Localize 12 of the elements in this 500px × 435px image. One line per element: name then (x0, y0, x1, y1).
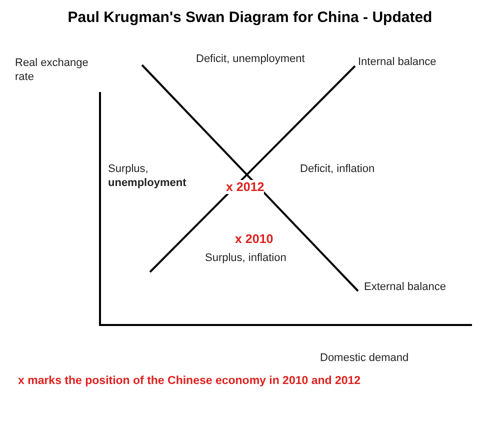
title: Paul Krugman's Swan Diagram for China - Updated (66, 9, 434, 26)
axis-title: Domestic demand (320, 351, 409, 365)
curve-label: Internal balance (358, 55, 436, 69)
curve-label: External balance (364, 280, 446, 294)
caption: x marks the position of the Chinese economy in 2010 and 2012 (18, 375, 361, 387)
region-label: Deficit, inflation (300, 162, 375, 176)
data-point-label: x 2012 (226, 180, 264, 194)
region-label: Surplus, inflation (205, 251, 286, 265)
data-point-label: x 2010 (235, 232, 274, 246)
region-label: Surplus, unemployment (108, 162, 188, 190)
axis-title: Real exchange rate (15, 56, 90, 84)
region-label: Deficit, unemployment (196, 52, 305, 66)
